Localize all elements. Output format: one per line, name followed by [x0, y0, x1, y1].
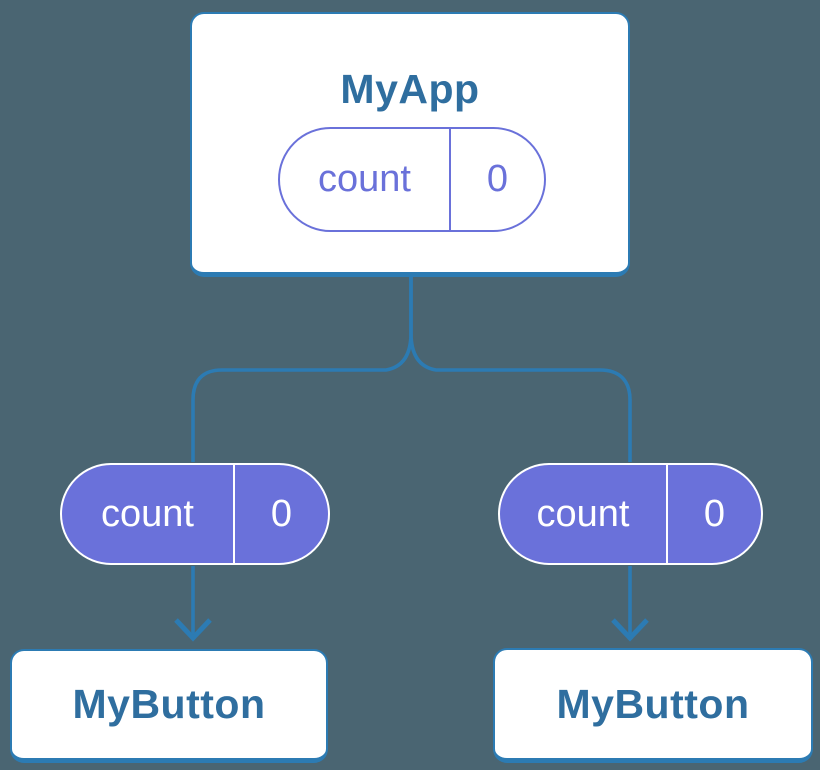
state-value: 0	[449, 129, 544, 230]
component-title: MyButton	[556, 680, 750, 727]
state-name: count	[536, 492, 630, 535]
state-name: count	[318, 158, 411, 200]
state-value: 0	[666, 465, 761, 563]
component-card-myapp: MyApp count 0	[190, 12, 630, 277]
arrowhead-down-icon	[611, 618, 649, 642]
state-pill-left-child: count 0	[60, 463, 330, 565]
connector-root-to-left-child	[191, 276, 413, 462]
arrow-right	[611, 566, 649, 642]
component-title: MyApp	[340, 66, 480, 112]
component-title: MyButton	[72, 681, 266, 727]
state-pill-right-child: count 0	[498, 463, 763, 565]
state-value: 0	[233, 465, 328, 563]
connector-root-to-right-child	[409, 276, 632, 462]
component-card-mybutton-right: MyButton	[493, 648, 813, 763]
component-card-mybutton-left: MyButton	[10, 649, 328, 763]
state-pill-root: count 0	[278, 127, 546, 232]
arrow-left	[174, 566, 212, 642]
state-name: count	[101, 492, 194, 535]
arrowhead-down-icon	[174, 618, 212, 642]
